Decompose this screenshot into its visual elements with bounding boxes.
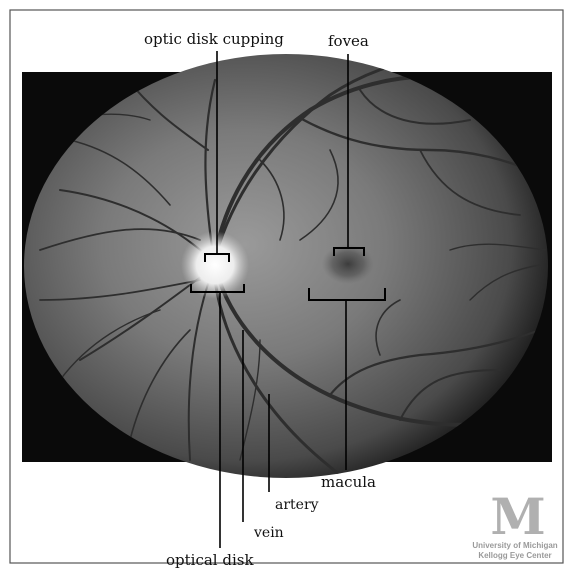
fovea-spot (322, 244, 374, 284)
fovea-label: fovea (328, 32, 369, 50)
optic-disk-cupping-label: optic disk cupping (144, 30, 284, 48)
artery-label: artery (275, 497, 319, 513)
optical-disk-label: optical disk (166, 551, 254, 569)
macula-label: macula (321, 473, 376, 491)
vein-label: vein (253, 525, 284, 541)
logo-line-1: University of Michigan (472, 541, 557, 550)
fundus (24, 54, 548, 478)
logo-letter: M (490, 487, 545, 546)
logo-line-2: Kellogg Eye Center (478, 551, 551, 560)
